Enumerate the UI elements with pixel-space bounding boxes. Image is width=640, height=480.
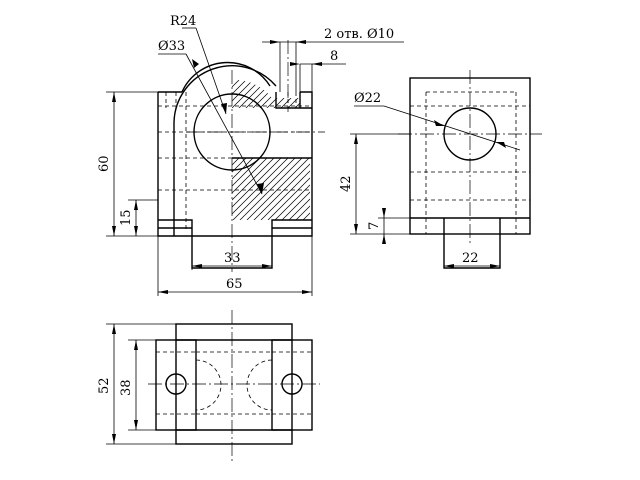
hatch-line bbox=[232, 79, 247, 108]
label-dim-65: 65 bbox=[226, 277, 243, 292]
hatch-line bbox=[232, 79, 254, 108]
label-dim-7: 7 bbox=[367, 222, 382, 230]
label-dim-60: 60 bbox=[97, 155, 112, 172]
hatch-line bbox=[274, 184, 310, 220]
hatch-line bbox=[253, 163, 310, 220]
hatch-line bbox=[260, 170, 310, 220]
hatch-line bbox=[246, 158, 310, 220]
label-dim-15: 15 bbox=[119, 209, 134, 226]
label-dim-22: 22 bbox=[462, 251, 479, 266]
label-diameter-33: Ø33 bbox=[158, 39, 185, 54]
label-diameter-22: Ø22 bbox=[354, 91, 381, 106]
hatch-line bbox=[295, 205, 310, 220]
hatch-line bbox=[232, 158, 261, 187]
hatch-line bbox=[232, 79, 240, 108]
front-view-dimensions: R24 Ø33 2 отв. Ø10 8 60 15 bbox=[97, 14, 404, 296]
hatch-line bbox=[232, 158, 289, 215]
hatch-line bbox=[267, 177, 310, 220]
front-view bbox=[157, 40, 325, 272]
hatch-line bbox=[232, 158, 275, 201]
label-dim-52: 52 bbox=[97, 377, 112, 394]
side-view-dimensions: Ø22 42 7 22 bbox=[339, 91, 521, 268]
front-section-hatch bbox=[232, 158, 310, 220]
hatch-line bbox=[232, 158, 254, 180]
side-view bbox=[398, 70, 542, 269]
hatch-line bbox=[288, 198, 310, 220]
hatch-line bbox=[285, 79, 300, 108]
top-view-dimensions: 52 38 bbox=[97, 323, 176, 445]
hatch-line bbox=[232, 158, 282, 208]
label-dim-8: 8 bbox=[330, 49, 338, 64]
top-view bbox=[148, 310, 320, 464]
label-dim-33: 33 bbox=[224, 251, 241, 266]
hatch-line bbox=[232, 79, 261, 108]
label-r24: R24 bbox=[170, 14, 196, 29]
hatch-line bbox=[232, 158, 268, 194]
hatch-line bbox=[232, 158, 233, 159]
hatch-line bbox=[299, 79, 300, 108]
hatch-line bbox=[292, 79, 300, 108]
hatch-line bbox=[232, 79, 233, 108]
hatch-line bbox=[278, 79, 300, 108]
label-holes-note: 2 отв. Ø10 bbox=[324, 27, 394, 42]
hatch-line bbox=[232, 158, 247, 173]
label-dim-38: 38 bbox=[119, 379, 134, 396]
hatch-line bbox=[232, 158, 240, 166]
hatch-line bbox=[239, 158, 303, 220]
hatch-line bbox=[232, 158, 296, 220]
hatch-line bbox=[281, 191, 310, 220]
label-dim-42: 42 bbox=[339, 175, 354, 192]
front-boss-arc bbox=[173, 65, 277, 236]
